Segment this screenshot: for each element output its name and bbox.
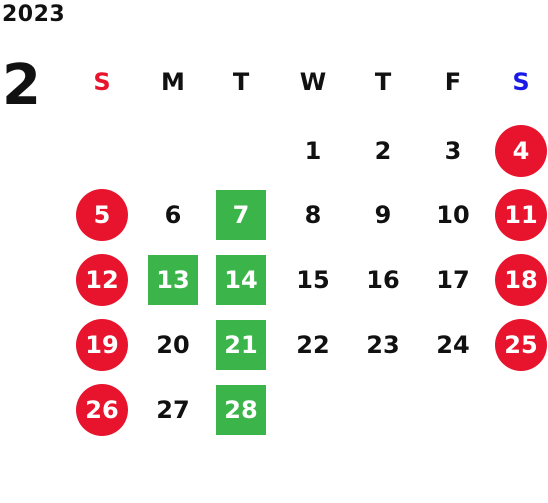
day-cell-12[interactable]: 12	[76, 254, 128, 306]
day-cell-26[interactable]: 26	[76, 384, 128, 436]
day-cell-23[interactable]: 23	[366, 331, 400, 359]
day-cell-2[interactable]: 2	[374, 137, 392, 165]
weekday-header-tue: T	[232, 68, 250, 96]
day-cell-24[interactable]: 24	[436, 331, 470, 359]
day-cell-16[interactable]: 16	[366, 266, 400, 294]
day-cell-20[interactable]: 20	[156, 331, 190, 359]
day-cell-7[interactable]: 7	[216, 190, 266, 240]
weekday-header-sun: S	[93, 68, 111, 96]
day-cell-13[interactable]: 13	[148, 255, 198, 305]
day-cell-19[interactable]: 19	[76, 319, 128, 371]
day-cell-18[interactable]: 18	[495, 254, 547, 306]
day-cell-25[interactable]: 25	[495, 319, 547, 371]
day-cell-21[interactable]: 21	[216, 320, 266, 370]
year-label: 2023	[2, 2, 66, 27]
day-cell-22[interactable]: 22	[296, 331, 330, 359]
day-cell-4[interactable]: 4	[495, 125, 547, 177]
day-cell-10[interactable]: 10	[436, 201, 470, 229]
day-cell-28[interactable]: 28	[216, 385, 266, 435]
day-cell-14[interactable]: 14	[216, 255, 266, 305]
day-cell-8[interactable]: 8	[304, 201, 322, 229]
month-number: 2	[2, 53, 41, 118]
day-cell-17[interactable]: 17	[436, 266, 470, 294]
weekday-header-mon: M	[161, 68, 185, 96]
day-cell-27[interactable]: 27	[156, 396, 190, 424]
day-cell-15[interactable]: 15	[296, 266, 330, 294]
day-cell-9[interactable]: 9	[374, 201, 392, 229]
day-cell-11[interactable]: 11	[495, 189, 547, 241]
weekday-header-sat: S	[512, 68, 530, 96]
day-cell-1[interactable]: 1	[304, 137, 322, 165]
day-cell-5[interactable]: 5	[76, 189, 128, 241]
weekday-header-thu: T	[374, 68, 392, 96]
day-cell-3[interactable]: 3	[444, 137, 462, 165]
day-cell-6[interactable]: 6	[164, 201, 182, 229]
weekday-header-fri: F	[444, 68, 462, 96]
weekday-header-wed: W	[299, 68, 327, 96]
